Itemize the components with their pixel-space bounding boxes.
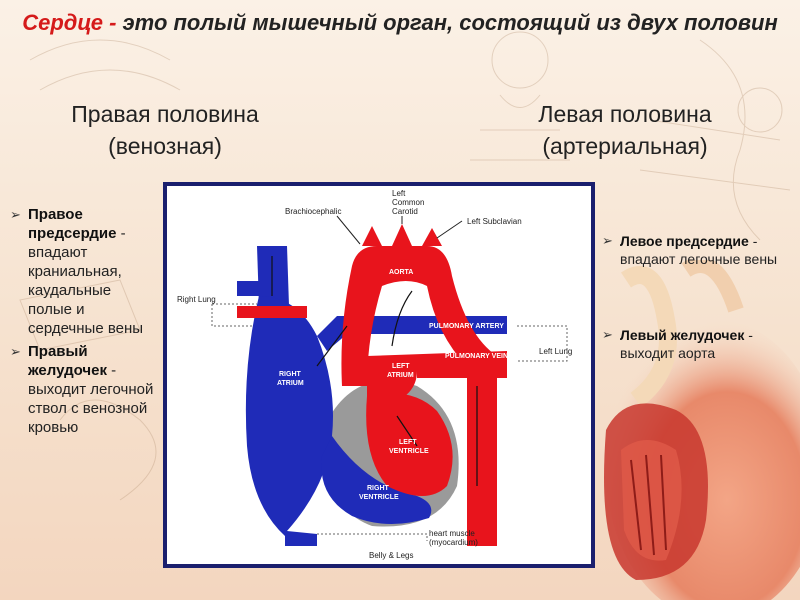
left-half-line2: (артериальная) xyxy=(542,133,708,159)
label-right-lung: Right Lung xyxy=(177,295,216,304)
right-ventricle-shape xyxy=(321,436,432,525)
left-ventricle-shape xyxy=(366,393,453,496)
flow-arrows xyxy=(271,256,478,486)
arrowhead-bullet-icon: ➢ xyxy=(602,233,613,248)
bullet-strong: Правое предсердие xyxy=(28,206,117,242)
aorta-arch xyxy=(341,246,497,546)
bullet-strong: Левое предсердие xyxy=(620,233,749,249)
left-atrium-shape xyxy=(367,351,507,401)
label-connectors xyxy=(336,215,463,245)
bullet-list-right-half: ➢ Правое предсердие - впадают краниальна… xyxy=(8,205,158,441)
pulmonary-vein-lower xyxy=(417,366,507,378)
label-brachiocephalic: Brachiocephalic xyxy=(285,207,341,216)
arterial-structures xyxy=(237,224,507,546)
belly-legs-arrows xyxy=(317,533,428,541)
bullet-text: - впадают краниальная, каудальные полые … xyxy=(28,225,144,337)
aorta-branch-1 xyxy=(362,226,382,246)
left-half-heading: Левая половина (артериальная) xyxy=(490,98,760,162)
bullet-text: - выходит легочной ствол с венозной кров… xyxy=(28,362,154,436)
heart-circulation-diagram: Brachiocephalic Left Common Carotid Left… xyxy=(163,182,595,568)
label-pulmonary-vein: PULMONARY VEIN xyxy=(445,353,508,360)
arrowhead-bullet-icon: ➢ xyxy=(10,207,21,222)
title-accent: Сердце - xyxy=(22,10,123,35)
bullet-item-left-atrium: ➢ Левое предсердие - впадают легочные ве… xyxy=(600,232,792,268)
aorta-branch-2 xyxy=(392,224,412,246)
label-left-subclavian: Left Subclavian xyxy=(467,217,522,226)
heart-diagram-svg: Brachiocephalic Left Common Carotid Left… xyxy=(177,189,572,560)
label-heart-muscle-2: (myocardium) xyxy=(429,538,478,547)
label-pulmonary-artery: PULMONARY ARTERY xyxy=(429,323,504,330)
bullet-strong: Правый желудочек xyxy=(28,343,107,379)
title-rest: это полый мышечный орган, состоящий из д… xyxy=(122,10,778,35)
right-lung-arrows xyxy=(211,303,257,327)
bullet-item-right-atrium: ➢ Правое предсердие - впадают краниальна… xyxy=(8,205,158,338)
bullet-item-left-ventricle: ➢ Левый желудочек - выходит аорта xyxy=(600,326,792,362)
right-half-line2: (венозная) xyxy=(108,133,222,159)
label-right-ventricle-2: VENTRICLE xyxy=(359,494,399,501)
label-belly-legs: Belly & Legs xyxy=(369,551,413,560)
heart-illustration xyxy=(604,260,800,600)
arrowhead-bullet-icon: ➢ xyxy=(602,327,613,342)
label-right-atrium-2: ATRIUM xyxy=(277,380,304,387)
label-left-atrium-2: ATRIUM xyxy=(387,372,414,379)
arrowhead-bullet-icon: ➢ xyxy=(10,344,21,359)
label-left-common-carotid-1: Left xyxy=(392,189,406,198)
right-pulmonary-branch xyxy=(237,281,287,296)
right-half-line1: Правая половина xyxy=(71,101,259,127)
bullet-text: - выходит аорта xyxy=(620,327,753,361)
label-heart-muscle-1: heart muscle xyxy=(429,529,475,538)
right-half-heading: Правая половина (венозная) xyxy=(40,98,290,162)
label-right-atrium-1: RIGHT xyxy=(279,371,302,378)
bullet-text: - впадают легочные вены xyxy=(620,233,778,267)
bullet-list-left-half: ➢ Левое предсердие - впадают легочные ве… xyxy=(600,232,792,420)
label-aorta: AORTA xyxy=(389,269,413,276)
label-left-common-carotid-3: Carotid xyxy=(392,207,418,216)
label-left-ventricle-1: LEFT xyxy=(399,439,417,446)
bullet-item-right-ventricle: ➢ Правый желудочек - выходит легочной ст… xyxy=(8,342,158,437)
label-left-atrium-1: LEFT xyxy=(392,363,410,370)
right-pulmonary-vein xyxy=(237,306,307,318)
label-left-ventricle-2: VENTRICLE xyxy=(389,448,429,455)
label-right-ventricle-1: RIGHT xyxy=(367,485,390,492)
label-left-lung: Left Lung xyxy=(539,347,572,356)
left-half-line1: Левая половина xyxy=(538,101,712,127)
aorta-branch-3 xyxy=(422,228,442,246)
right-atrium-shape xyxy=(245,296,333,546)
bullet-strong: Левый желудочек xyxy=(620,327,745,343)
label-left-common-carotid-2: Common xyxy=(392,198,424,207)
slide-title: Сердце - это полый мышечный орган, состо… xyxy=(20,8,780,38)
left-lung-arrows xyxy=(517,325,568,362)
